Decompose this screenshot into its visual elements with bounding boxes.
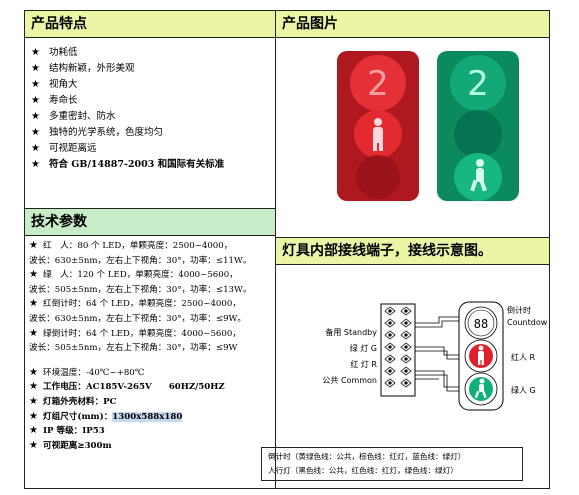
param-line: ★红倒计时：64 个 LED，单颗亮度：2500~4000， (29, 297, 273, 312)
product-photo: 2 2 (337, 51, 519, 201)
param-line: ★红 人：80 个 LED，单颗亮度：2500~4000， (29, 239, 273, 254)
feature-item: ★视角大 (31, 77, 271, 93)
label-countdown-cn: 倒计时 (507, 305, 531, 315)
param-line: ★灯箱外壳材料：PC (29, 395, 273, 410)
label-standby: 备用 Standby (325, 327, 377, 337)
param-line: ★绿 人：120 个 LED，单颗亮度：4000~5600， (29, 268, 273, 283)
features-header: 产品特点 (25, 11, 275, 38)
label-red-man: 红人 R (511, 352, 536, 362)
feature-item: ★独特的光学系统，色度均匀 (31, 125, 271, 141)
param-line: 波长：630±5nm，左右上下视角：30°，功率：≤9W。 (29, 313, 246, 324)
row-divider (276, 237, 549, 238)
star-icon: ★ (29, 366, 38, 378)
label-common: 公共 Common (322, 376, 377, 385)
feature-item: ★结构新颖，外形美观 (31, 61, 271, 77)
wiring-header: 灯具内部接线端子，接线示意图。 (276, 238, 549, 265)
label-green-lamp: 绿 灯 G (350, 343, 377, 353)
star-icon: ★ (29, 395, 38, 407)
tech-header: 技术参数 (25, 209, 275, 236)
row-divider (25, 208, 275, 209)
param-line: 波长：505±5nm，左右上下视角：30°，功率：≤9W (29, 343, 238, 354)
feature-item: ★符合 GB/14887-2003 和国际有关标准 (31, 157, 271, 173)
column-divider (275, 11, 276, 488)
label-green-man: 绿人 G (511, 386, 536, 395)
countdown-display: 88 (474, 317, 488, 331)
feature-item: ★多重密封、防水 (31, 109, 271, 125)
star-icon: ★ (31, 95, 40, 106)
photo-header: 产品图片 (276, 11, 549, 38)
wire-color-legend: 倒计时（黄绿色线：公共，棕色线：红灯，蓝色线：绿灯） 人行灯（黑色线：公共，红色… (261, 447, 523, 481)
red-signal-photo: 2 (337, 51, 419, 201)
legend-line-pedestrian: 人行灯（黑色线：公共，红色线：红灯，绿色线：绿灯） (268, 466, 458, 475)
feature-item: ★可视距离远 (31, 141, 271, 157)
param-line: ★灯组尺寸(mm)：1300x588x180 (29, 410, 273, 425)
label-countdown-en: Countdown (507, 318, 547, 327)
product-sheet: 产品特点 ★功耗低 ★结构新颖，外形美观 ★视角大 ★寿命长 ★多重密封、防水 … (24, 10, 550, 489)
param-line: 波长：505±5nm，左右上下视角：30°，功率：≤13W。 (29, 284, 252, 295)
star-icon: ★ (29, 240, 38, 251)
terminal-block (380, 303, 416, 397)
star-icon: ★ (31, 159, 40, 170)
wiring-diagram: 备用 Standby 绿 灯 G 红 灯 R 公共 Common 88 (322, 301, 547, 411)
green-countdown-digit: 2 (467, 64, 489, 104)
size-value: 1300x588x180 (112, 411, 183, 422)
star-icon: ★ (31, 47, 40, 58)
feature-item: ★寿命长 (31, 93, 271, 109)
star-icon: ★ (29, 381, 38, 393)
star-icon: ★ (29, 425, 38, 437)
red-countdown-digit: 2 (367, 64, 389, 104)
param-line: ★环境温度：-40℃~+80℃ (29, 366, 273, 381)
legend-line-countdown: 倒计时（黄绿色线：公共，棕色线：红灯，蓝色线：绿灯） (268, 452, 466, 461)
param-line: ★绿倒计时：64 个 LED，单颗亮度：4000~5600， (29, 327, 273, 342)
star-icon: ★ (29, 410, 38, 422)
green-signal-photo: 2 (437, 51, 519, 201)
star-icon: ★ (31, 63, 40, 74)
star-icon: ★ (31, 79, 40, 90)
star-icon: ★ (31, 127, 40, 138)
param-line: ★可视距离≥300m (29, 439, 273, 454)
wires (415, 316, 464, 392)
star-icon: ★ (29, 439, 38, 451)
param-line: ★IP 等级：IP53 (29, 424, 273, 439)
label-red-lamp: 红 灯 R (350, 359, 377, 369)
star-icon: ★ (31, 143, 40, 154)
star-icon: ★ (29, 298, 38, 310)
tech-params: ★红 人：80 个 LED，单颗亮度：2500~4000， 波长：630±5nm… (29, 239, 273, 453)
signal-housing: 88 (458, 301, 504, 411)
star-icon: ★ (31, 111, 40, 122)
feature-item: ★功耗低 (31, 45, 271, 61)
param-line: 波长：630±5nm，左右上下视角：30°，功率：≤11W。 (29, 255, 252, 266)
feature-list: ★功耗低 ★结构新颖，外形美观 ★视角大 ★寿命长 ★多重密封、防水 ★独特的光… (31, 45, 271, 173)
star-icon: ★ (29, 269, 38, 281)
param-line: ★工作电压：AC185V-265V 60HZ/50HZ (29, 380, 273, 395)
star-icon: ★ (29, 327, 38, 339)
